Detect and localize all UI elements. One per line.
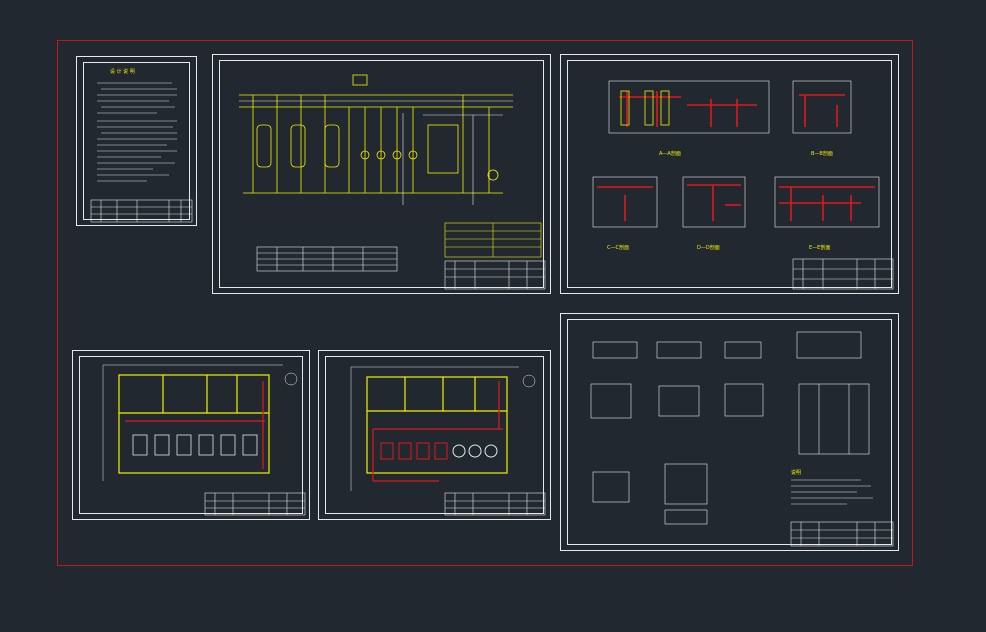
caption-section-dd: D—D剖面 bbox=[697, 244, 720, 251]
notes-title: 设 计 说 明 bbox=[110, 68, 135, 75]
detail-row-1 bbox=[592, 331, 862, 359]
section-ee: E—E剖面 bbox=[774, 176, 880, 251]
red-piping bbox=[372, 381, 503, 482]
details-title-block bbox=[790, 521, 894, 547]
building-walls bbox=[118, 374, 270, 474]
detail-row-2 bbox=[590, 383, 870, 455]
filter-vessels bbox=[256, 124, 499, 181]
sheet-construction-details[interactable]: 说明 bbox=[560, 313, 899, 551]
sheet-design-notes[interactable]: 设 计 说 明 bbox=[76, 56, 197, 226]
caption-section-bb: B—B剖面 bbox=[811, 150, 833, 157]
drawing-frame bbox=[57, 40, 913, 566]
section-aa: A—A剖面 bbox=[608, 80, 770, 157]
section-dd: D—D剖面 bbox=[682, 176, 746, 251]
equipment-row bbox=[132, 434, 258, 456]
notes-title-block bbox=[90, 199, 193, 223]
floor-plan-1-drawing bbox=[102, 364, 306, 516]
plan-1-title-block bbox=[204, 492, 306, 516]
legend-table bbox=[444, 222, 542, 258]
details-notes-label: 说明 bbox=[791, 469, 801, 476]
sheet-inner-border bbox=[325, 356, 544, 514]
sheet-floor-plan-1[interactable] bbox=[72, 350, 310, 520]
notes-text-lines bbox=[97, 82, 177, 182]
design-notes-drawing: 设 计 说 明 bbox=[90, 68, 193, 223]
sheet-inner-border bbox=[79, 356, 303, 514]
tank-row bbox=[380, 442, 498, 460]
construction-details-drawing: 说明 bbox=[590, 331, 894, 547]
white-pipelines bbox=[239, 100, 513, 205]
equipment-table bbox=[256, 246, 398, 272]
section-bb: B—B剖面 bbox=[792, 80, 852, 157]
section-cc: C—C剖面 bbox=[592, 176, 658, 251]
process-flow-drawing bbox=[239, 74, 546, 290]
sheet-section-views[interactable]: A—A剖面 B—B剖面 C—C剖面 bbox=[560, 54, 899, 294]
dimension-lines bbox=[350, 366, 536, 491]
red-piping bbox=[125, 381, 265, 469]
sheet-process-flow[interactable] bbox=[212, 54, 551, 294]
caption-section-aa: A—A剖面 bbox=[659, 150, 681, 157]
caption-section-ee: E—E剖面 bbox=[809, 244, 830, 251]
section-title-block bbox=[792, 258, 894, 290]
floor-plan-2-drawing bbox=[350, 366, 546, 516]
plan-2-title-block bbox=[444, 492, 546, 516]
sheet-floor-plan-2[interactable] bbox=[318, 350, 551, 520]
process-title-block bbox=[444, 260, 546, 290]
sheet-inner-border bbox=[567, 60, 892, 288]
sheet-inner-border bbox=[219, 60, 544, 288]
dimension-lines bbox=[102, 364, 298, 481]
sheet-inner-border bbox=[567, 319, 892, 545]
section-views-drawing: A—A剖面 B—B剖面 C—C剖面 bbox=[592, 80, 894, 290]
sheet-inner-border bbox=[83, 62, 190, 220]
detail-row-3 bbox=[592, 463, 708, 525]
caption-section-cc: C—C剖面 bbox=[607, 244, 629, 251]
building-walls bbox=[366, 376, 508, 474]
yellow-pipelines bbox=[239, 74, 513, 194]
details-notes-lines bbox=[791, 479, 873, 505]
